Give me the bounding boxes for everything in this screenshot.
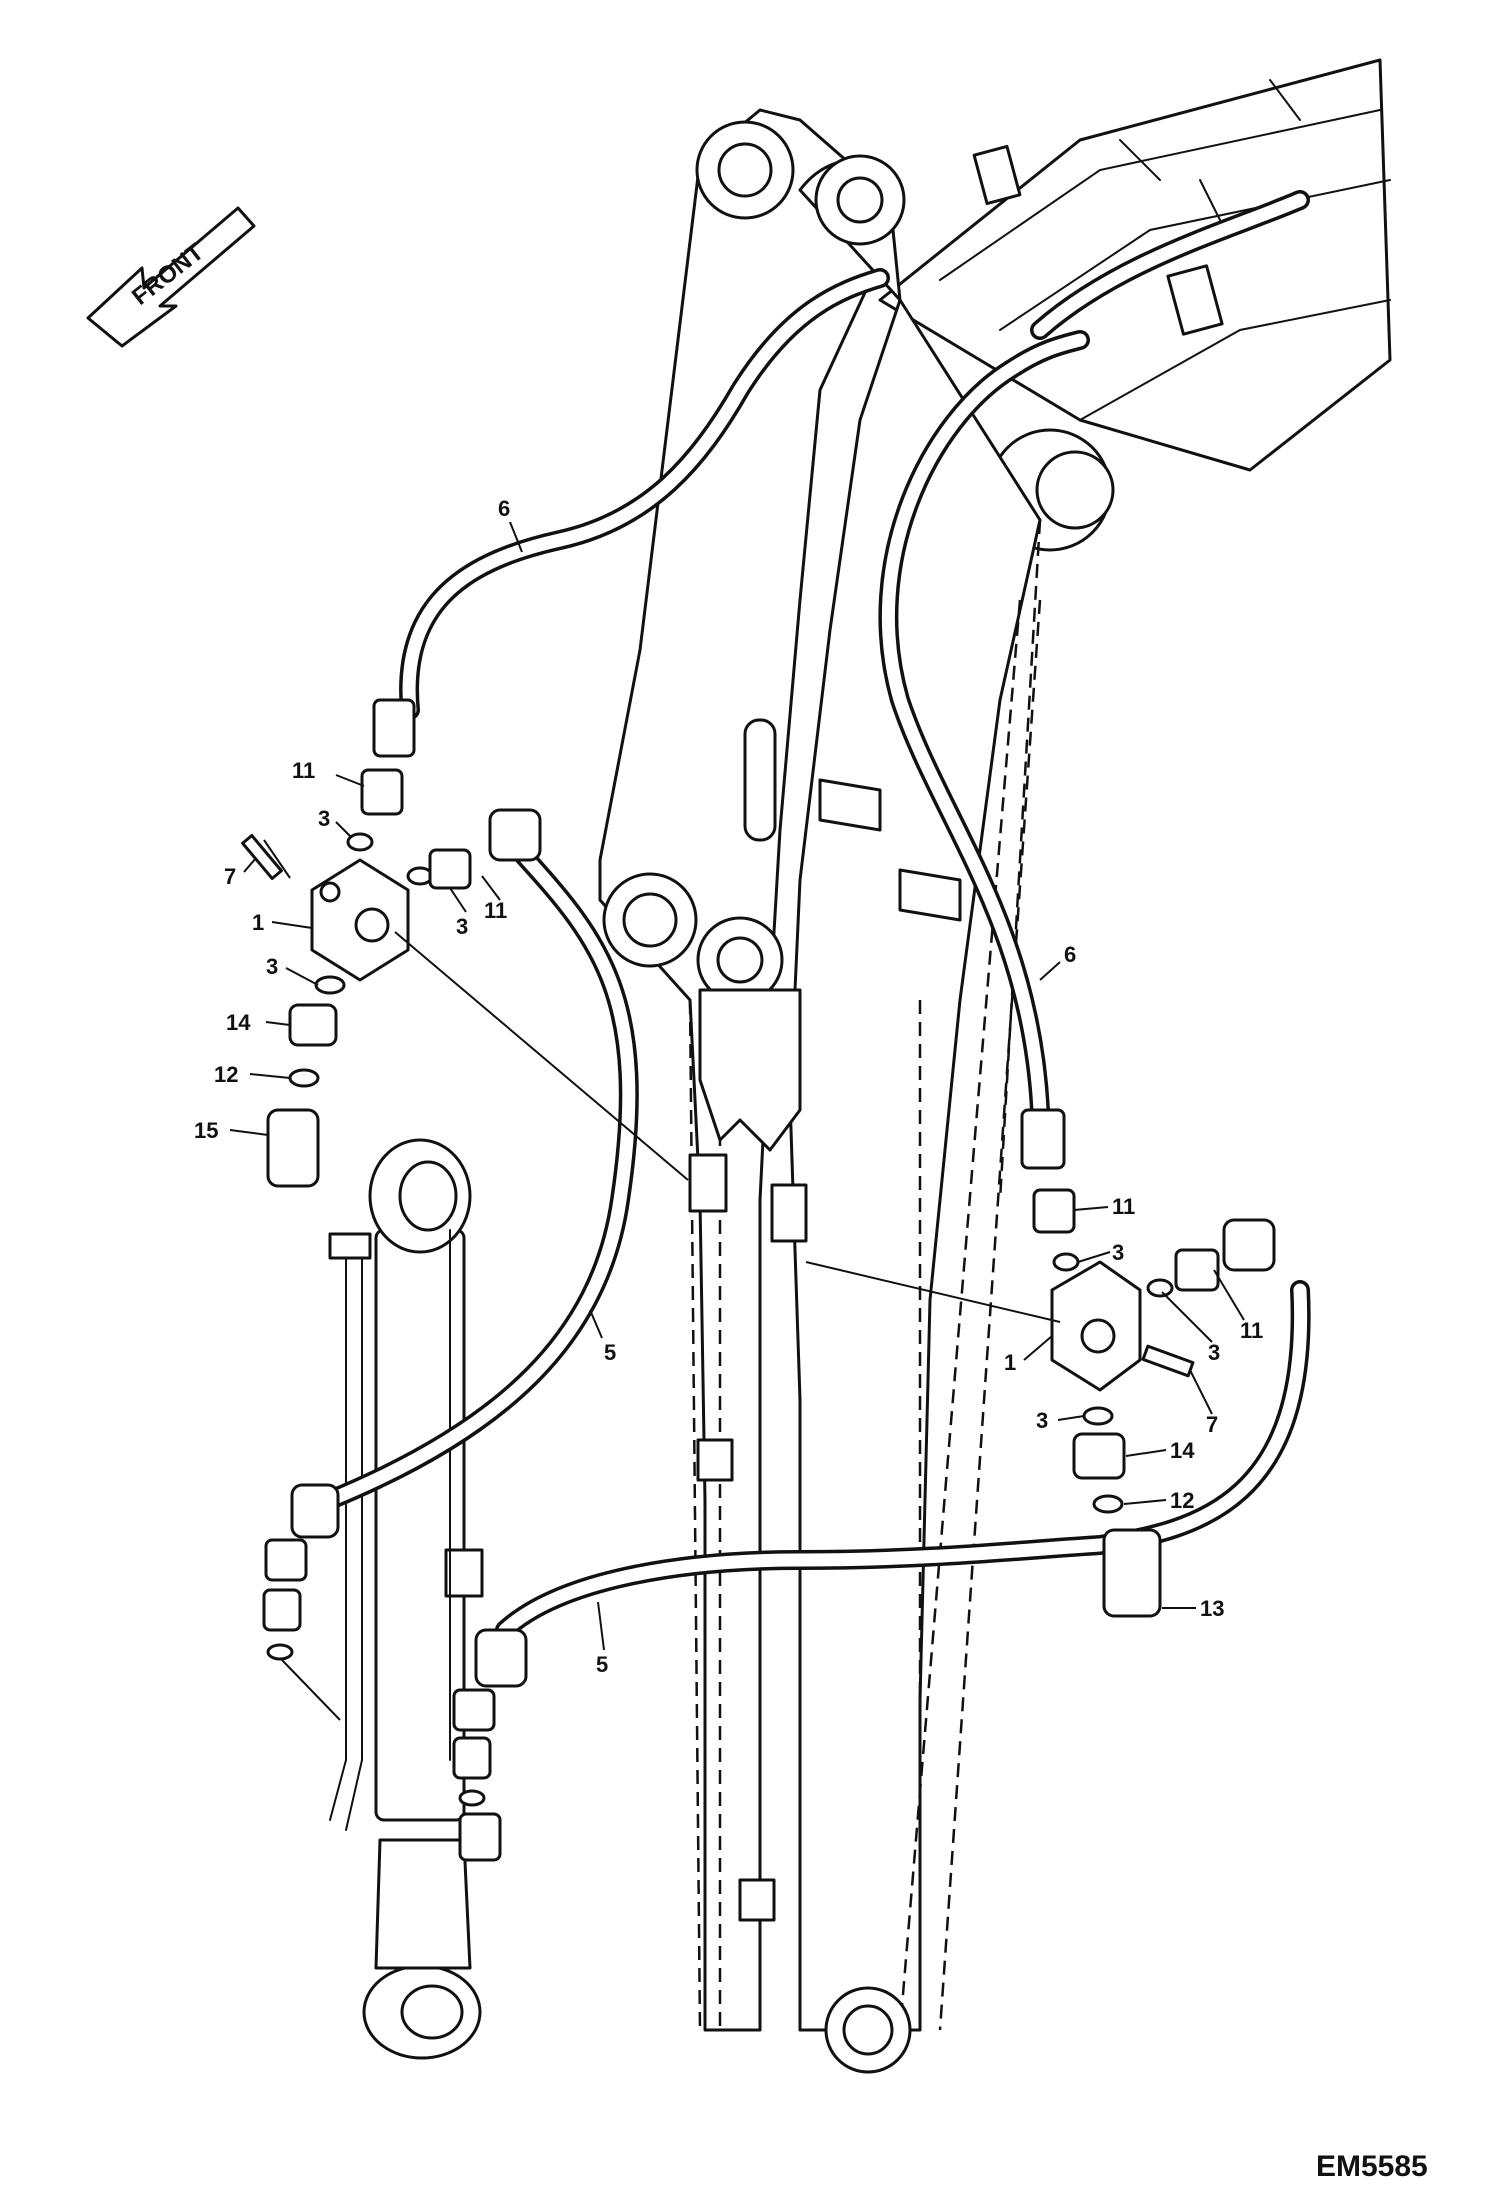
hydraulic-cylinder: [328, 1138, 484, 2060]
callout-15-left: 15: [194, 1118, 218, 1143]
callout-11-right-top: 11: [1112, 1194, 1135, 1219]
callout-3-right-low: 3: [1036, 1408, 1048, 1433]
hose-6-left: [399, 268, 890, 720]
callout-3-left-mid: 3: [456, 914, 468, 939]
drawing-code: EM5585: [1316, 2150, 1428, 2183]
callout-3-left-top: 3: [318, 806, 330, 831]
callout-3-right-mid: 3: [1208, 1340, 1220, 1365]
callout-12-left: 12: [214, 1062, 238, 1087]
callout-14-right: 14: [1170, 1438, 1195, 1463]
hose-upper-right: [1030, 190, 1310, 340]
hose-5-left: [320, 846, 639, 1510]
hose-5-lower: [495, 1280, 1311, 1640]
callout-1-left: 1: [252, 910, 264, 935]
callout-14-left: 14: [226, 1010, 251, 1035]
callout-5-mid: 5: [604, 1340, 616, 1365]
callout-3-right-top: 3: [1112, 1240, 1124, 1265]
callout-leaders: [229, 521, 1245, 1651]
callout-11-left-top: 11: [292, 758, 315, 783]
callout-1-right: 1: [1004, 1350, 1016, 1375]
cylinder-hose-fittings: [262, 1483, 528, 1862]
right-fitting-assembly: [805, 1108, 1276, 1618]
callout-5-lower: 5: [596, 1652, 608, 1677]
callout-7-left: 7: [224, 864, 236, 889]
front-direction-arrow: FRONT: [86, 206, 256, 348]
callout-11-left-mid: 11: [484, 898, 507, 923]
callout-numbers: 6 11 3 7 1 3 11 3 14 12 15 6 5 11 3 3 11…: [194, 496, 1263, 1677]
callout-3-left-low: 3: [266, 954, 278, 979]
callout-11-right-mid: 11: [1240, 1318, 1263, 1343]
callout-13-right: 13: [1200, 1596, 1224, 1621]
callout-6-right: 6: [1064, 942, 1076, 967]
arm-body: [598, 108, 1042, 2074]
callout-12-right: 12: [1170, 1488, 1194, 1513]
callout-7-right: 7: [1206, 1412, 1218, 1437]
hose-6-right: [878, 330, 1090, 1120]
callout-6-top: 6: [498, 496, 510, 521]
